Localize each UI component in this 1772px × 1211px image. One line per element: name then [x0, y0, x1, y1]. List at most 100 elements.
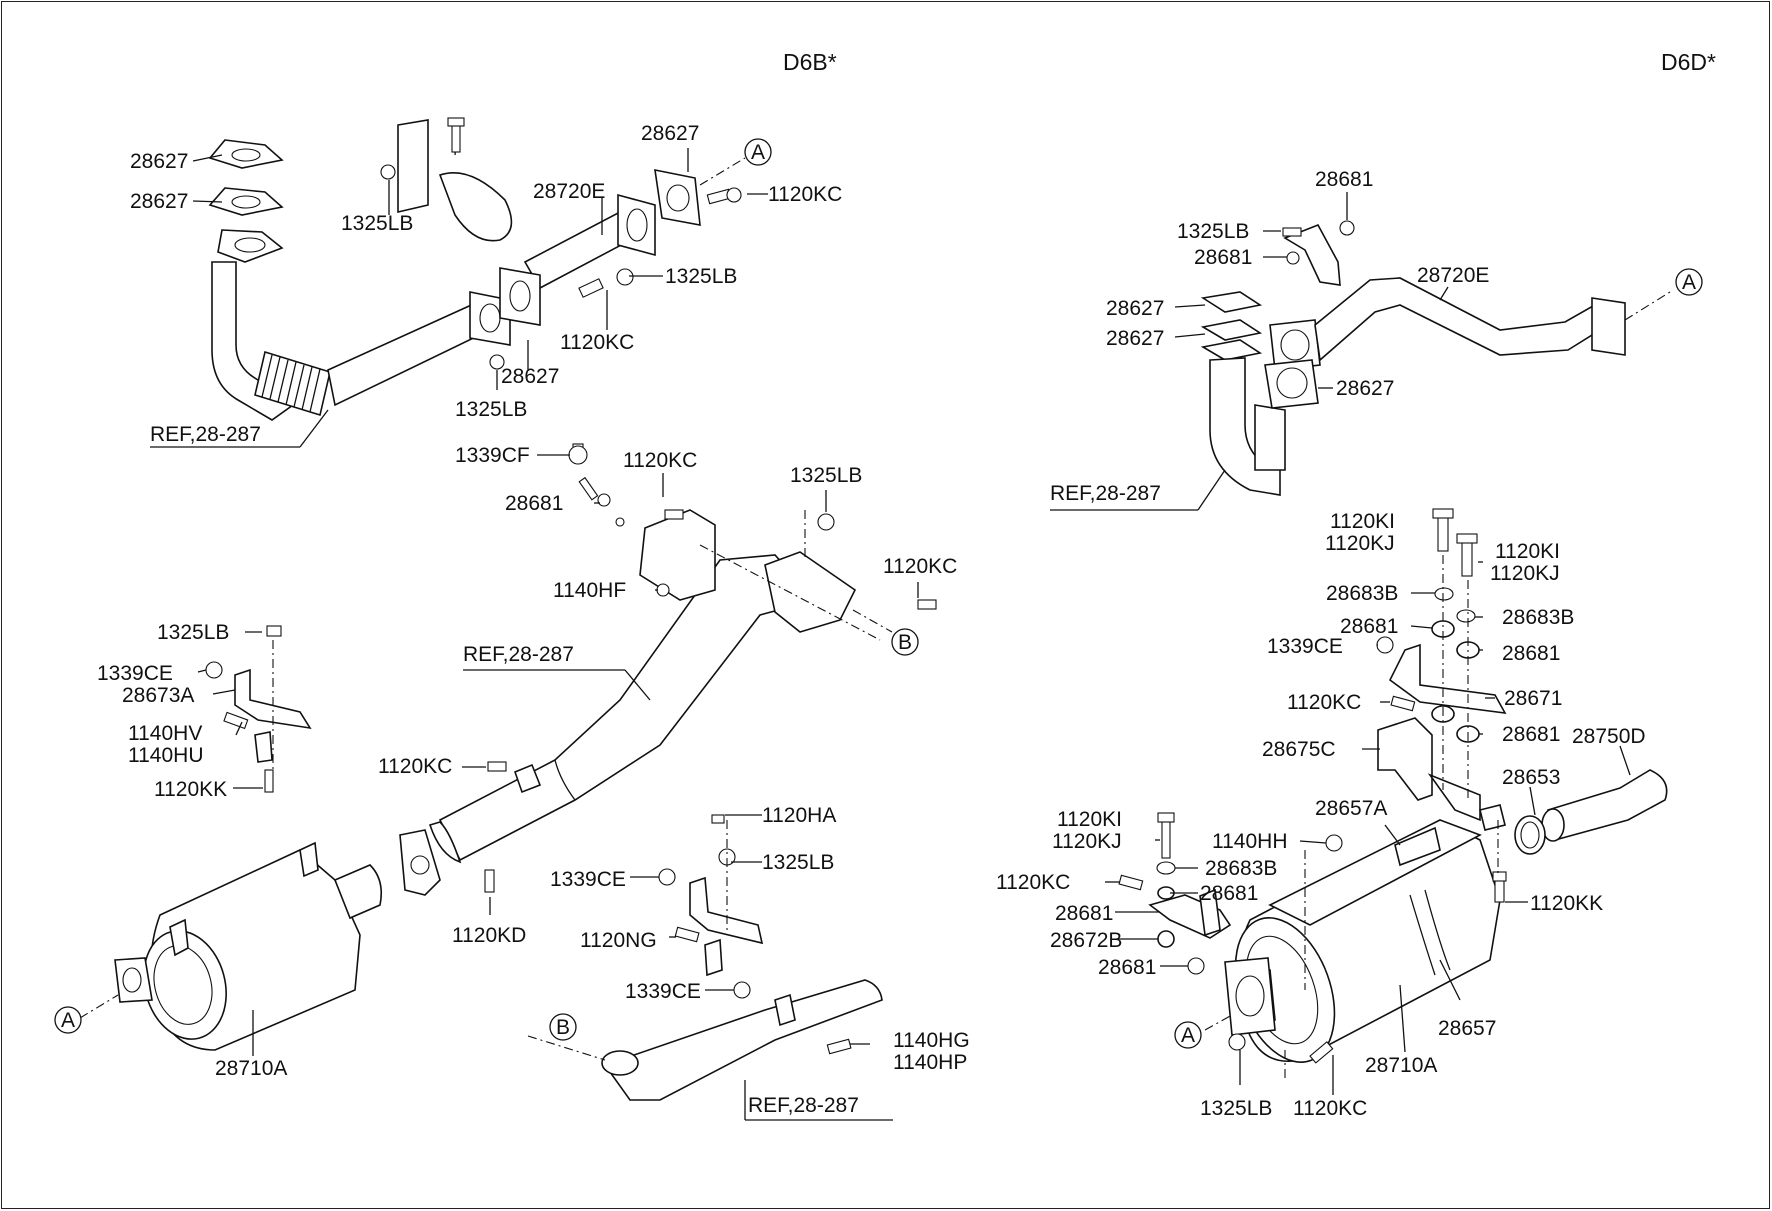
label-ref-left-c: REF,28-287: [748, 1094, 859, 1117]
tailpipe-left: [601, 814, 883, 1101]
label-gasket-28627-r2: 28627: [1106, 327, 1164, 350]
label-nut-1325lb-c: 1325LB: [790, 464, 862, 487]
label-rubber-28681-1: 28681: [1340, 615, 1398, 638]
label-bolt-1120kc-top: 1120KC: [768, 183, 842, 206]
label-ref-left-a: REF,28-287: [150, 423, 261, 446]
label-bolt-1120kc-3: 1120KC: [1293, 1097, 1367, 1120]
label-bolt-1120ki-1: 1120KI: [1330, 510, 1395, 533]
svg-text:A: A: [1682, 271, 1696, 294]
label-bolt-1339cf: 1339CF: [455, 444, 530, 467]
label-bracket-28671: 28671: [1504, 687, 1562, 710]
front-pipe-left: [208, 139, 511, 421]
labels-right: 28681 1325LB 28681 28627 28627 28720E 28…: [996, 168, 1646, 1120]
label-gasket-28627-r3: 28627: [1336, 377, 1394, 400]
label-bolt-1120kj-2: 1120KJ: [1490, 562, 1560, 585]
u-bolt-clamp: [380, 117, 513, 242]
label-nut-1325lb-r: 1325LB: [1200, 1097, 1272, 1120]
svg-text:B: B: [556, 1016, 570, 1039]
muffler-28710a-left: [79, 841, 383, 1051]
label-gasket-28627-a: 28627: [130, 150, 188, 173]
label-bolt-1120kc-c: 1120KC: [623, 449, 697, 472]
labels-left: 28627 28627 1325LB 28720E 28627 1120KC 1…: [97, 122, 970, 1117]
label-bracket-28675c: 28675C: [1262, 738, 1336, 761]
label-bolt-1120ki-2: 1120KI: [1495, 540, 1560, 563]
label-gasket-28627-r1: 28627: [1106, 297, 1164, 320]
label-nut-1325lb-top: 1325LB: [341, 212, 413, 235]
leader-lines-left: [150, 148, 919, 1121]
label-bolt-1120kk: 1120KK: [154, 778, 227, 801]
label-nut-1325lb-hanger: 1325LB: [157, 621, 229, 644]
label-clamp-28653: 28653: [1502, 766, 1560, 789]
label-bolt-1120kc-r: 1120KC: [883, 555, 957, 578]
label-bracket-28673a: 28673A: [122, 684, 194, 707]
label-bolt-1120kj-1: 1120KJ: [1325, 532, 1395, 555]
label-ref-right-a: REF,28-287: [1050, 482, 1161, 505]
label-bolt-1140hv: 1140HV: [128, 722, 202, 745]
label-nut-1339ce-hanger: 1339CE: [97, 662, 173, 685]
label-washer-28681-2: 28681: [1194, 246, 1252, 269]
label-bolt-1140hh: 1140HH: [1212, 830, 1288, 853]
muffler-28710a-right: [1204, 804, 1507, 1080]
label-bolt-1120ng: 1120NG: [580, 929, 657, 952]
label-bolt-1120kc-2: 1120KC: [996, 871, 1070, 894]
label-rubber-28681-3: 28681: [1502, 723, 1560, 746]
label-pipe-28720e: 28720E: [533, 180, 605, 203]
label-bolt-1120kc-r: 1120KC: [1287, 691, 1361, 714]
label-pipe-28720e-r: 28720E: [1417, 264, 1489, 287]
label-washer-28683b-1: 28683B: [1326, 582, 1398, 605]
label-bolt-1120kc-mid: 1120KC: [560, 331, 634, 354]
label-washer-28683b-3: 28683B: [1205, 857, 1277, 880]
label-bolt-1140hp: 1140HP: [893, 1051, 967, 1074]
label-washer-28681-top: 28681: [1315, 168, 1373, 191]
label-muffler-28710a-left: 28710A: [215, 1057, 287, 1080]
label-bolt-1120kk-r: 1120KK: [1530, 892, 1603, 915]
label-nut-1339ce-tail: 1339CE: [550, 868, 626, 891]
connector-a-muffler-left: A: [54, 1006, 82, 1034]
label-nut-1325lb-tail: 1325LB: [762, 851, 834, 874]
label-shield-28657: 28657: [1438, 1017, 1496, 1040]
label-bolt-1140hg: 1140HG: [893, 1029, 970, 1052]
label-gasket-28627-b: 28627: [130, 190, 188, 213]
connector-a-muffler-right: A: [1174, 1021, 1202, 1049]
label-bolt-1120kj-3: 1120KJ: [1052, 830, 1122, 853]
center-pipe: [399, 443, 937, 896]
label-nut-28681-6: 28681: [1098, 956, 1156, 979]
label-rubber-28681-2: 28681: [1502, 642, 1560, 665]
tailpipe-28750d: [1514, 769, 1668, 855]
label-bolt-1140hf: 1140HF: [553, 579, 626, 602]
label-tailpipe-28750d: 28750D: [1572, 725, 1646, 748]
label-bolt-1120kd: 1120KD: [452, 924, 526, 947]
label-bolt-1140hu: 1140HU: [128, 744, 204, 767]
label-rubber-28681-5: 28681: [1055, 902, 1113, 925]
svg-text:B: B: [898, 631, 912, 654]
connector-a-top-left: A: [744, 138, 772, 166]
header-d6d: D6D*: [1661, 49, 1716, 75]
label-nut-1339ce-r: 1339CE: [1267, 635, 1343, 658]
connector-b-center: B: [891, 628, 919, 656]
label-nut-1325lb-low: 1325LB: [455, 398, 527, 421]
label-bracket-28672b: 28672B: [1050, 929, 1122, 952]
label-gasket-28627-c: 28627: [641, 122, 699, 145]
label-gasket-28627-mid: 28627: [501, 365, 559, 388]
label-nut-1325lb-top-r: 1325LB: [1177, 220, 1249, 243]
svg-text:A: A: [751, 141, 765, 164]
label-ref-left-b: REF,28-287: [463, 643, 574, 666]
connector-b-tailpipe: B: [549, 1013, 577, 1041]
label-bolt-1120kc-low: 1120KC: [378, 755, 452, 778]
label-muffler-28710a-r: 28710A: [1365, 1054, 1437, 1077]
intermediate-pipe-28720e: [489, 193, 656, 370]
connector-a-top-right: A: [1675, 268, 1703, 296]
label-washer-28683b-2: 28683B: [1502, 606, 1574, 629]
label-bolt-1120ha: 1120HA: [762, 804, 836, 827]
label-heatshield-28657a: 28657A: [1315, 797, 1387, 820]
svg-text:A: A: [1181, 1024, 1195, 1047]
header-d6b: D6B*: [783, 49, 837, 75]
label-nut-1325lb-mid: 1325LB: [665, 265, 737, 288]
label-rubber-28681-4: 28681: [1200, 882, 1258, 905]
leader-lines-right: [1050, 192, 1631, 1095]
label-bolt-1120ki-3: 1120KI: [1057, 808, 1122, 831]
label-nut-1339ce-tail2: 1339CE: [625, 980, 701, 1003]
gasket-a-left: [654, 157, 746, 226]
